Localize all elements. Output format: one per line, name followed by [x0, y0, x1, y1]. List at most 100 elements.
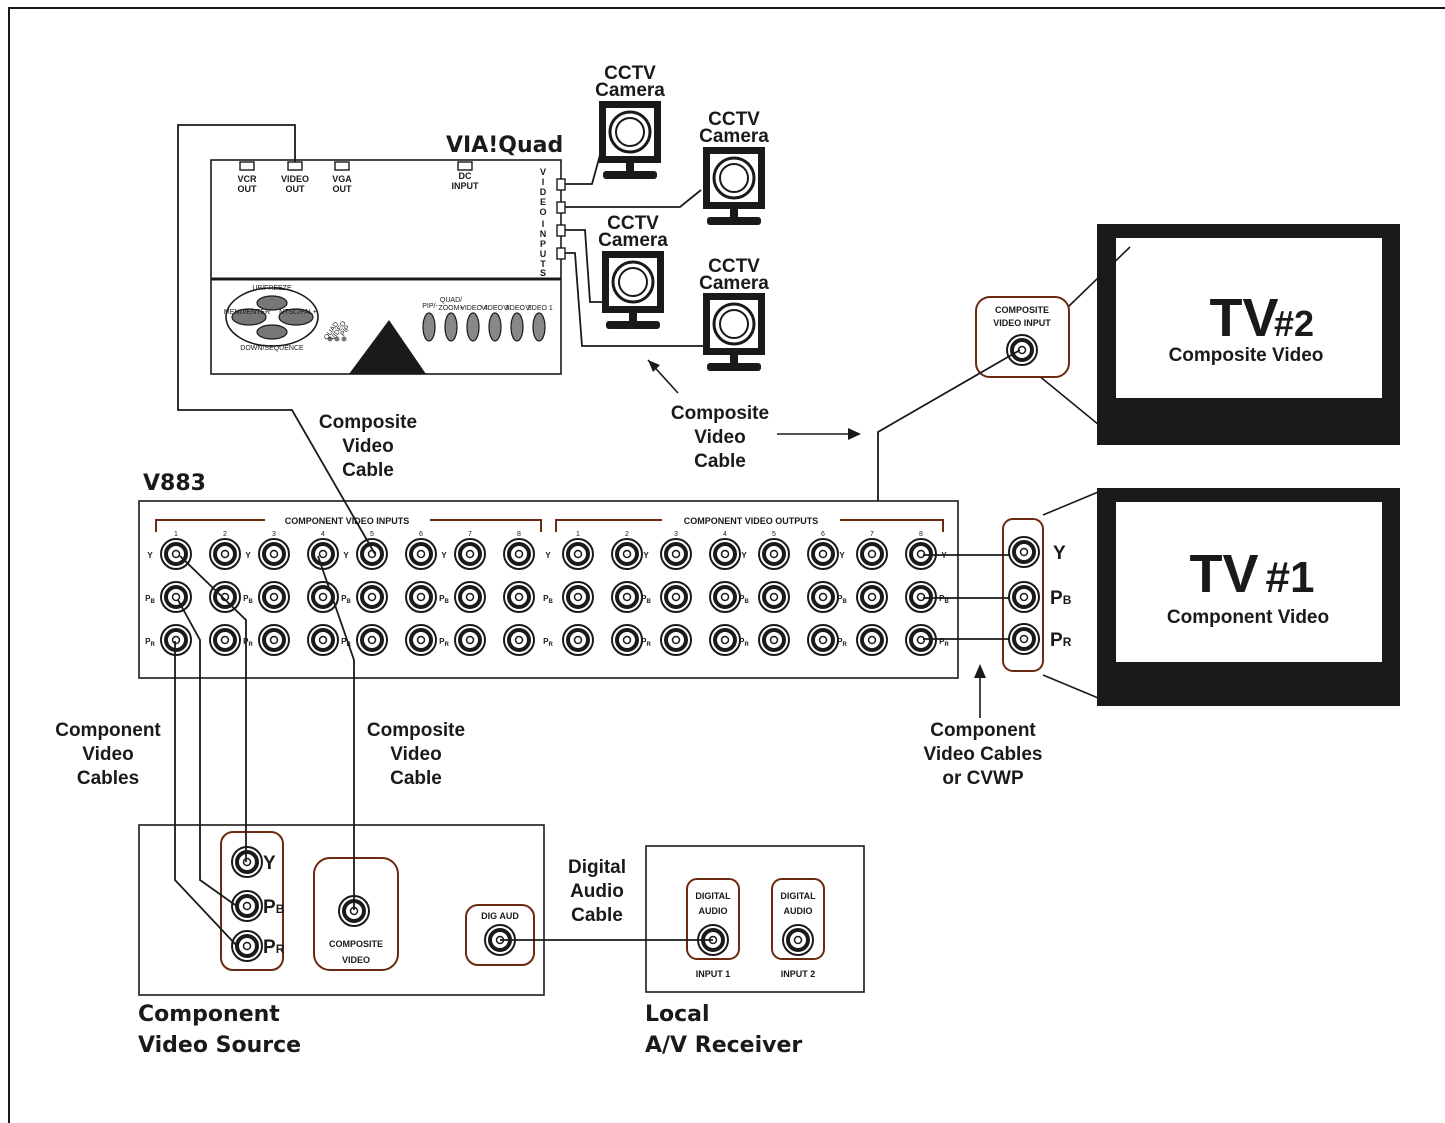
channel-number: 3 [674, 531, 678, 538]
svg-text:E: E [540, 197, 546, 207]
svg-text:Digital: Digital [568, 857, 626, 878]
rca-jack-icon [610, 623, 644, 657]
tv1-subtitle: Component Video [1167, 607, 1329, 628]
channel-number: 6 [821, 531, 825, 538]
svg-text:Camera: Camera [598, 230, 668, 251]
tv2-subtitle: Composite Video [1169, 345, 1324, 366]
camera-icon [600, 249, 666, 331]
svg-text:I: I [542, 177, 545, 187]
svg-text:P: P [540, 239, 546, 249]
channel-number: 4 [321, 531, 325, 538]
port-vga-label: VGA [332, 174, 352, 184]
channel-number: 4 [723, 531, 727, 538]
tv2-number: #2 [1274, 303, 1314, 344]
svg-text:Video: Video [390, 744, 441, 765]
rca-jack-icon [708, 537, 742, 571]
row-label: PB [543, 594, 553, 605]
svg-text:NTSC/PAL+: NTSC/PAL+ [279, 309, 317, 316]
row-label: PB [439, 594, 449, 605]
svg-text:or CVWP: or CVWP [942, 768, 1024, 789]
rca-jack-icon [806, 580, 840, 614]
triangle-logo [349, 320, 426, 374]
rca-jack-icon [306, 623, 340, 657]
receiver-input2-jack-icon [781, 923, 815, 957]
rca-jack-icon [257, 537, 291, 571]
tv2-name: TV [1209, 288, 1278, 348]
channel-number: 7 [870, 531, 874, 538]
pb-jack-icon [1007, 580, 1041, 614]
channel-number: 1 [576, 531, 580, 538]
rca-jack-icon [708, 623, 742, 657]
svg-text:N: N [540, 229, 547, 239]
channel-number: 6 [419, 531, 423, 538]
viaquad-title: VIA!Quad [446, 133, 563, 158]
rca-jack-icon [355, 580, 389, 614]
svg-text:V: V [540, 167, 546, 177]
port-vcr-out: OUT [238, 184, 258, 194]
row-label: PR [439, 637, 449, 648]
svg-text:D: D [540, 187, 547, 197]
svg-text:CCTV: CCTV [607, 213, 659, 234]
camera-icon [701, 145, 767, 227]
svg-text:Component: Component [930, 720, 1036, 741]
row-label: PR [837, 637, 847, 648]
svg-text:Cable: Cable [571, 905, 623, 926]
channel-number: 5 [370, 531, 374, 538]
port-vcr-label: VCR [237, 174, 257, 184]
tv2-composite-input-panel: COMPOSITE VIDEO INPUT [975, 296, 1070, 378]
rca-jack-icon [502, 580, 536, 614]
rca-jack-icon [208, 623, 242, 657]
row-label: PB [641, 594, 651, 605]
svg-text:Video: Video [342, 436, 393, 457]
svg-text:VIDEO 3: VIDEO 3 [481, 305, 509, 312]
inputs-header: COMPONENT VIDEO INPUTS [285, 516, 410, 526]
rca-jack-icon [561, 623, 595, 657]
rca-jack-icon [404, 623, 438, 657]
svg-text:VIDEO 2: VIDEO 2 [503, 305, 531, 312]
svg-text:CCTV: CCTV [708, 109, 760, 130]
row-label: PR [739, 637, 749, 648]
svg-text:Video: Video [694, 427, 745, 448]
svg-text:PB: PB [1050, 588, 1072, 609]
rca-jack-icon [904, 623, 938, 657]
svg-text:Video: Video [82, 744, 133, 765]
svg-text:VIDEO INPUT: VIDEO INPUT [993, 318, 1051, 328]
row-label: Y [245, 551, 251, 560]
row-label: PR [543, 637, 553, 648]
row-label: PR [145, 637, 155, 648]
channel-number: 1 [174, 531, 178, 538]
rca-jack-icon [453, 623, 487, 657]
rca-jack-icon [855, 537, 889, 571]
rca-jack-icon [855, 623, 889, 657]
channel-number: 3 [272, 531, 276, 538]
rca-jack-icon [257, 580, 291, 614]
port-video-out: OUT [286, 184, 306, 194]
rca-jack-icon [659, 623, 693, 657]
rca-jack-icon [757, 537, 791, 571]
channel-number: 8 [517, 531, 521, 538]
rca-jack-icon [355, 537, 389, 571]
control-pad [225, 287, 319, 347]
row-label: Y [147, 551, 153, 560]
svg-text:I: I [542, 219, 545, 229]
svg-text:Composite: Composite [319, 412, 417, 433]
row-label: PB [739, 594, 749, 605]
svg-text:Video Cables: Video Cables [924, 744, 1043, 765]
label-composite-cable-bottom: Composite Video Cable [367, 720, 465, 789]
rca-jack-icon [610, 537, 644, 571]
rca-jack-icon [806, 537, 840, 571]
svg-text:UP/FREEZE: UP/FREEZE [252, 285, 292, 292]
svg-text:QUAD/: QUAD/ [440, 297, 462, 304]
cctv-camera-2: CCTV Camera [699, 109, 769, 227]
row-label: Y [343, 551, 349, 560]
rca-jack-icon [561, 580, 595, 614]
tv1-number: #1 [1266, 553, 1315, 602]
rca-jack-icon [404, 580, 438, 614]
channel-number: 8 [919, 531, 923, 538]
svg-text:Component: Component [55, 720, 161, 741]
svg-text:S: S [540, 268, 546, 278]
row-label: PB [243, 594, 253, 605]
rca-jack-icon [453, 580, 487, 614]
rca-jack-icon [757, 623, 791, 657]
